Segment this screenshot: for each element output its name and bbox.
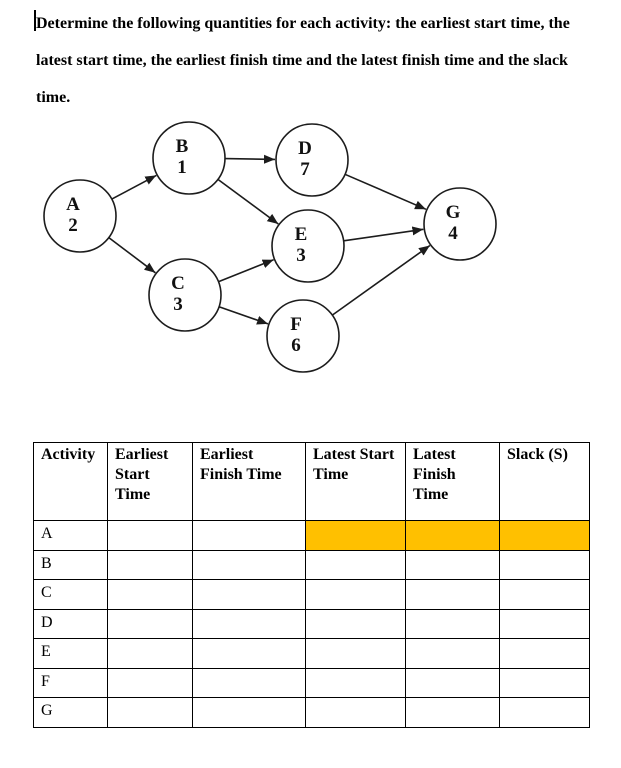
cell-A-slack-highlighted[interactable] <box>499 520 590 551</box>
cell-A-earliest-start-time[interactable] <box>107 520 193 551</box>
cell-D-earliest-start-time[interactable] <box>107 608 193 639</box>
column-header-activity: Activity <box>33 442 108 521</box>
cell-F-slack[interactable] <box>499 667 590 698</box>
column-header-latest-finish-time: Latest Finish Time <box>405 442 500 521</box>
cell-E-earliest-start-time[interactable] <box>107 638 193 669</box>
edge-A-B <box>111 174 157 200</box>
node-C-circle <box>148 258 222 332</box>
row-label-G: G <box>33 697 108 728</box>
row-label-B: B <box>33 549 108 580</box>
cell-G-earliest-start-time[interactable] <box>107 697 193 728</box>
node-A-label: A <box>66 194 80 215</box>
cell-G-slack[interactable] <box>499 697 590 728</box>
cell-C-earliest-finish-time[interactable] <box>192 579 306 610</box>
table-row-D: D <box>33 608 590 639</box>
table-row-B: B <box>33 549 590 580</box>
node-E: E3 <box>271 209 345 283</box>
node-G-circle <box>423 187 497 261</box>
table-header-row: Activity Earliest Start Time Earliest Fi… <box>33 442 590 521</box>
edge-B-E <box>217 178 279 225</box>
node-F-duration: 6 <box>291 335 301 356</box>
cell-C-slack[interactable] <box>499 579 590 610</box>
edge-C-F <box>218 306 269 325</box>
node-E-label: E <box>295 224 308 245</box>
cell-F-latest-finish-time[interactable] <box>405 667 500 698</box>
edge-F-G <box>331 244 431 316</box>
cell-C-latest-finish-time[interactable] <box>405 579 500 610</box>
edge-D-G <box>344 173 427 211</box>
cell-E-latest-start-time[interactable] <box>305 638 406 669</box>
cell-D-earliest-finish-time[interactable] <box>192 608 306 639</box>
cell-B-latest-start-time[interactable] <box>305 549 406 580</box>
instruction-paragraph[interactable]: Determine the following quantities for e… <box>36 15 570 106</box>
cell-E-slack[interactable] <box>499 638 590 669</box>
edge-C-E <box>218 258 274 283</box>
node-D-duration: 7 <box>300 159 310 180</box>
node-G: G4 <box>423 187 497 261</box>
cell-G-earliest-finish-time[interactable] <box>192 697 306 728</box>
cell-F-earliest-finish-time[interactable] <box>192 667 306 698</box>
column-header-earliest-finish-time: Earliest Finish Time <box>192 442 306 521</box>
cell-B-earliest-finish-time[interactable] <box>192 549 306 580</box>
row-label-E: E <box>33 638 108 669</box>
row-label-C: C <box>33 579 108 610</box>
row-label-A: A <box>33 520 108 551</box>
node-A-duration: 2 <box>68 215 78 236</box>
cell-E-earliest-finish-time[interactable] <box>192 638 306 669</box>
cell-B-earliest-start-time[interactable] <box>107 549 193 580</box>
node-G-label: G <box>446 202 461 223</box>
cell-D-latest-finish-time[interactable] <box>405 608 500 639</box>
row-label-D: D <box>33 608 108 639</box>
cell-F-earliest-start-time[interactable] <box>107 667 193 698</box>
activity-table: Activity Earliest Start Time Earliest Fi… <box>33 442 590 728</box>
node-C-label: C <box>171 273 185 294</box>
text-cursor <box>34 10 36 31</box>
cell-E-latest-finish-time[interactable] <box>405 638 500 669</box>
node-F-label: F <box>290 314 302 335</box>
table-row-A: A <box>33 520 590 551</box>
column-header-latest-start-time: Latest Start Time <box>305 442 406 521</box>
node-F: F6 <box>266 299 340 373</box>
node-B-circle <box>152 121 226 195</box>
cell-B-slack[interactable] <box>499 549 590 580</box>
cell-A-latest-finish-time-highlighted[interactable] <box>405 520 500 551</box>
node-G-duration: 4 <box>448 223 458 244</box>
node-A-circle <box>43 179 117 253</box>
column-header-earliest-start-time: Earliest Start Time <box>107 442 193 521</box>
cell-G-latest-finish-time[interactable] <box>405 697 500 728</box>
cell-D-slack[interactable] <box>499 608 590 639</box>
node-E-duration: 3 <box>296 245 306 266</box>
node-D-label: D <box>298 138 312 159</box>
edge-A-C <box>108 236 156 274</box>
table-row-F: F <box>33 667 590 698</box>
edge-E-G <box>343 226 424 242</box>
node-F-circle <box>266 299 340 373</box>
node-A: A2 <box>43 179 117 253</box>
cell-F-latest-start-time[interactable] <box>305 667 406 698</box>
column-header-slack: Slack (S) <box>499 442 590 521</box>
table-row-G: G <box>33 697 590 728</box>
table-row-E: E <box>33 638 590 669</box>
node-D-circle <box>275 123 349 197</box>
node-E-circle <box>271 209 345 283</box>
node-B-label: B <box>176 136 189 157</box>
node-C: C3 <box>148 258 222 332</box>
cell-A-earliest-finish-time[interactable] <box>192 520 306 551</box>
cell-G-latest-start-time[interactable] <box>305 697 406 728</box>
node-B-duration: 1 <box>177 157 187 178</box>
edge-B-D <box>224 154 276 164</box>
row-label-F: F <box>33 667 108 698</box>
node-D: D7 <box>275 123 349 197</box>
cell-B-latest-finish-time[interactable] <box>405 549 500 580</box>
cell-D-latest-start-time[interactable] <box>305 608 406 639</box>
node-C-duration: 3 <box>173 294 183 315</box>
cell-C-latest-start-time[interactable] <box>305 579 406 610</box>
node-B: B1 <box>152 121 226 195</box>
cell-C-earliest-start-time[interactable] <box>107 579 193 610</box>
table-row-C: C <box>33 579 590 610</box>
cell-A-latest-start-time-highlighted[interactable] <box>305 520 406 551</box>
